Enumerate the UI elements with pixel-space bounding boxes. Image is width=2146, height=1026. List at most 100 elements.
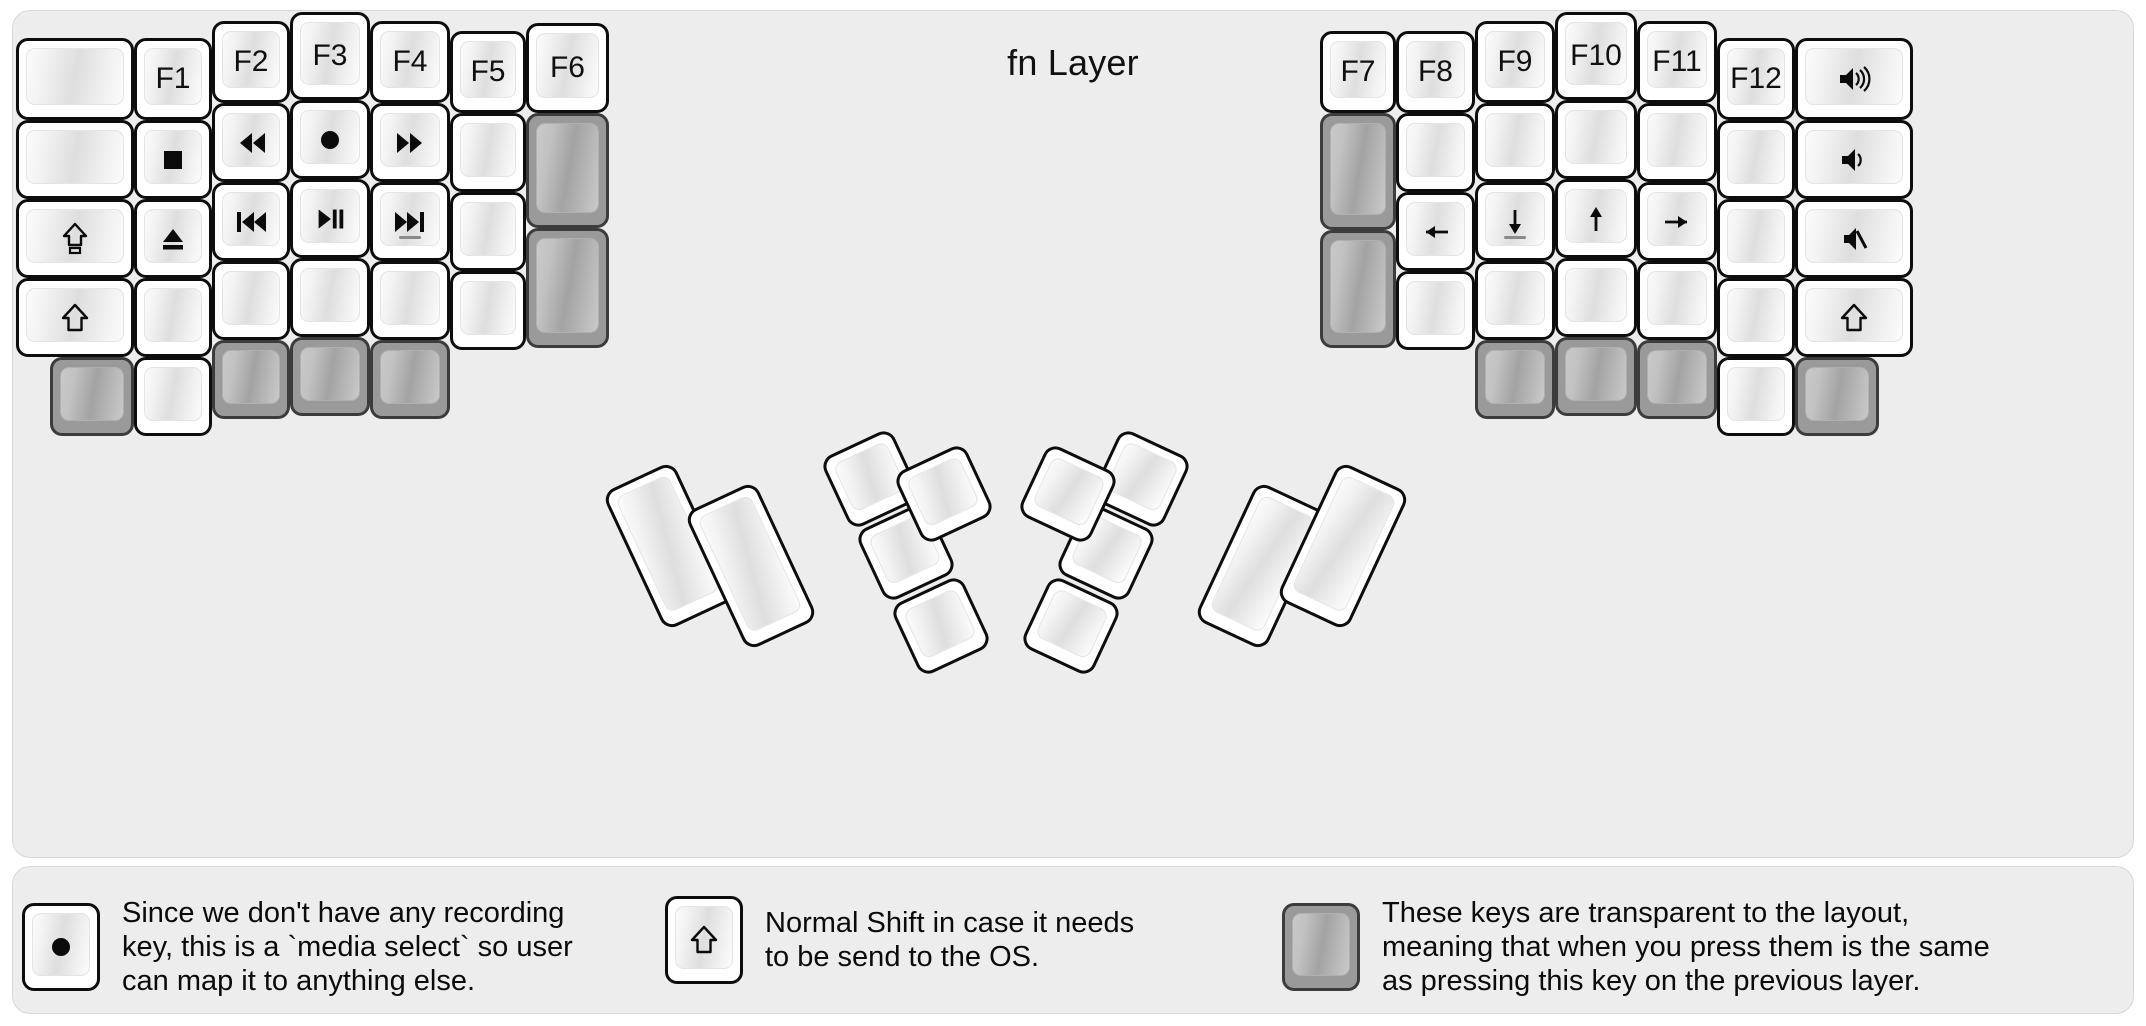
key-r-c4-r1-f10[interactable]: F10 — [1555, 12, 1637, 100]
keycap-surface — [536, 238, 599, 333]
key-r-c6-r1-f12[interactable]: F12 — [1717, 38, 1795, 120]
key-r-c6-r5[interactable] — [1717, 357, 1795, 436]
key-l-c1-r3-capslock[interactable] — [16, 199, 134, 278]
key-r-c1-r2-transparent[interactable] — [1320, 113, 1396, 230]
key-l-c3-r5-transparent[interactable] — [212, 340, 290, 419]
keycap-surface — [60, 367, 124, 421]
keycap-surface — [1406, 41, 1465, 98]
key-l-c3-r4[interactable] — [212, 261, 290, 340]
key-l-c5-r5-transparent[interactable] — [370, 340, 450, 419]
key-l-c1-r5-transparent[interactable] — [50, 357, 134, 436]
keycap-surface — [905, 455, 981, 529]
key-l-c4-r2-record[interactable] — [290, 100, 370, 179]
key-l-c4-r1-f3[interactable]: F3 — [290, 12, 370, 100]
key-l-c2-r3-eject[interactable] — [134, 199, 212, 278]
key-r-c2-r4[interactable] — [1396, 271, 1475, 350]
key-r-c3-r1-f9[interactable]: F9 — [1475, 21, 1555, 103]
key-r-c1-r3-transparent[interactable] — [1320, 230, 1396, 348]
legend-description: These keys are transparent to the layout… — [1382, 897, 1990, 998]
key-l-c2-r2-stop[interactable] — [134, 120, 212, 199]
key-r-c4-r5-transparent[interactable] — [1555, 337, 1637, 416]
keycap-surface — [1292, 913, 1350, 977]
keycap-surface — [675, 906, 733, 969]
key-r-c3-r2[interactable] — [1475, 103, 1555, 182]
keycap-surface — [460, 41, 516, 98]
keycap-surface — [380, 31, 440, 88]
key-l-c5-r4[interactable] — [370, 261, 450, 340]
key-l-c1-r1[interactable] — [16, 38, 134, 120]
keycap-surface — [1805, 367, 1869, 421]
key-r-c2-r1-f8[interactable]: F8 — [1396, 31, 1475, 113]
legend-item-shift-note: Normal Shift in case it needs to be send… — [665, 896, 1134, 984]
key-l-c7-r3-transparent[interactable] — [526, 228, 609, 348]
keycap-surface — [536, 123, 599, 213]
keycap-surface — [1805, 48, 1903, 105]
key-r-c6-r4[interactable] — [1717, 278, 1795, 357]
key-l-c2-r5[interactable] — [134, 357, 212, 436]
keycap-surface — [1647, 113, 1707, 167]
key-l-c3-r3-prev-track[interactable] — [212, 182, 290, 261]
key-l-c5-r2-fast-forward[interactable] — [370, 103, 450, 182]
legend-description: Since we don't have any recording key, t… — [122, 897, 573, 998]
key-l-c4-r5-transparent[interactable] — [290, 337, 370, 416]
key-r-c2-r2[interactable] — [1396, 113, 1475, 192]
key-r-c7-r2-volume-down[interactable] — [1795, 120, 1913, 199]
keycap-surface — [1485, 113, 1545, 167]
keycap-surface — [1647, 271, 1707, 325]
key-l-c1-r2[interactable] — [16, 120, 134, 199]
key-l-c3-r1-f2[interactable]: F2 — [212, 21, 290, 103]
key-r-c5-r2[interactable] — [1637, 103, 1717, 182]
key-r-c6-r3[interactable] — [1717, 199, 1795, 278]
key-l-c6-r2[interactable] — [450, 113, 526, 192]
keycap-surface — [300, 347, 360, 401]
key-l-c6-r1-f5[interactable]: F5 — [450, 31, 526, 113]
keycap-surface — [536, 33, 599, 98]
key-r-c3-r3-down[interactable] — [1475, 182, 1555, 261]
key-r-c7-r1-volume-up[interactable] — [1795, 38, 1913, 120]
keycap-surface — [1727, 367, 1785, 421]
key-l-c2-r1-f1[interactable]: F1 — [134, 38, 212, 120]
keycap-surface — [1485, 271, 1545, 325]
legend-sample-key-record-note[interactable] — [22, 903, 100, 992]
key-l-c7-r2-transparent[interactable] — [526, 113, 609, 228]
keycap-surface — [300, 110, 360, 164]
keycap-surface — [1805, 209, 1903, 263]
keycap-surface — [26, 130, 124, 184]
key-l-c6-r4[interactable] — [450, 271, 526, 350]
key-l-c3-r2-rewind[interactable] — [212, 103, 290, 182]
key-l-c4-r4[interactable] — [290, 258, 370, 337]
key-r-c3-r5-transparent[interactable] — [1475, 340, 1555, 419]
key-r-c4-r4[interactable] — [1555, 258, 1637, 337]
key-r-c2-r3-left[interactable] — [1396, 192, 1475, 271]
key-l-c5-r3-next-track[interactable] — [370, 182, 450, 261]
key-r-c5-r1-f11[interactable]: F11 — [1637, 21, 1717, 103]
key-r-c7-r5-transparent[interactable] — [1795, 357, 1879, 436]
key-r-c5-r3-right[interactable] — [1637, 182, 1717, 261]
record-icon — [52, 938, 70, 957]
legend-sample-key-transparent-note[interactable] — [1282, 903, 1360, 992]
key-r-c6-r2[interactable] — [1717, 120, 1795, 199]
keycap-surface — [1330, 123, 1386, 215]
key-l-c5-r1-f4[interactable]: F4 — [370, 21, 450, 103]
key-r-c7-r4-shift[interactable] — [1795, 278, 1913, 357]
keycap-surface — [1565, 189, 1627, 243]
key-l-c4-r3-play-pause[interactable] — [290, 179, 370, 258]
key-r-c3-r4[interactable] — [1475, 261, 1555, 340]
key-r-c5-r4[interactable] — [1637, 261, 1717, 340]
key-r-c1-r1-f7[interactable]: F7 — [1320, 31, 1396, 113]
key-l-c1-r4-shift[interactable] — [16, 278, 134, 357]
key-l-c7-r1-f6[interactable]: F6 — [526, 23, 609, 113]
keycap-surface — [26, 288, 124, 342]
key-l-c2-r4[interactable] — [134, 278, 212, 357]
legend-item-record-note: Since we don't have any recording key, t… — [22, 896, 573, 999]
keycap-surface — [1727, 48, 1785, 105]
key-r-c5-r5-transparent[interactable] — [1637, 340, 1717, 419]
key-r-c4-r3-up[interactable] — [1555, 179, 1637, 258]
keycap-surface — [1104, 440, 1180, 514]
key-l-c6-r3[interactable] — [450, 192, 526, 271]
legend-sample-key-shift-note[interactable] — [665, 896, 743, 984]
key-r-c7-r3-mute[interactable] — [1795, 199, 1913, 278]
key-r-c4-r2[interactable] — [1555, 100, 1637, 179]
keycap-surface — [222, 31, 280, 88]
